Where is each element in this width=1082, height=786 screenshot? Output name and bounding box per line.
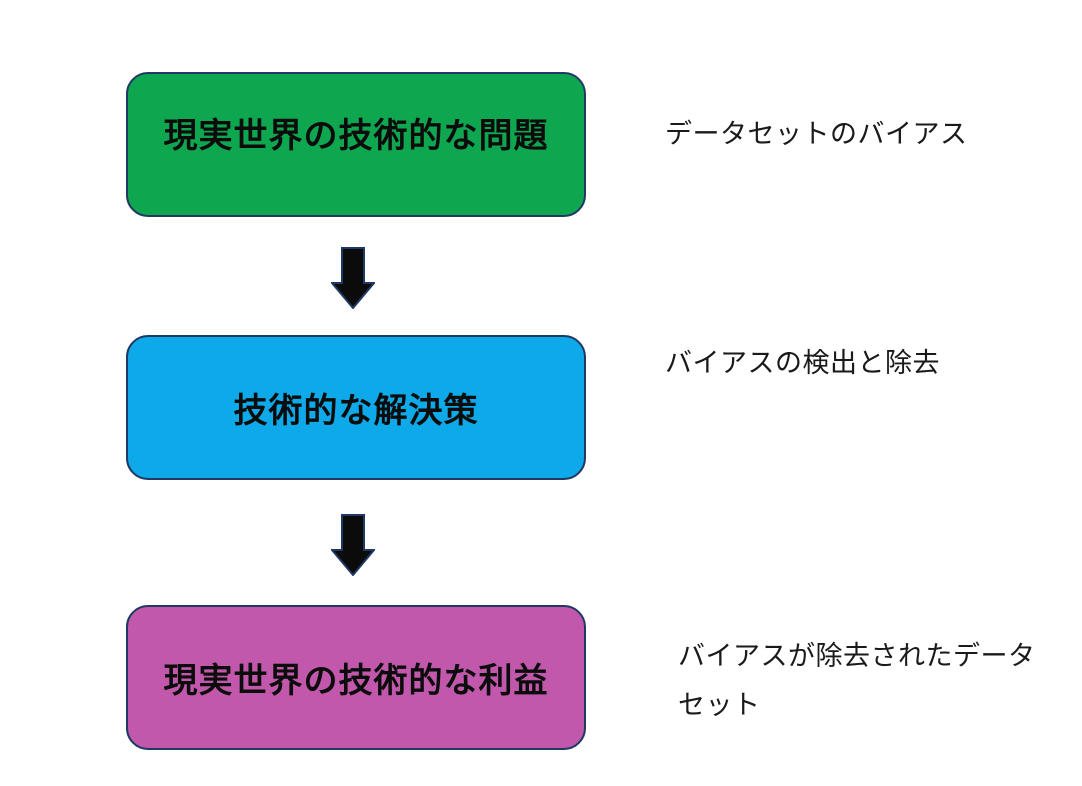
annotation-debiased-dataset: バイアスが除去されたデータ セット: [678, 632, 1036, 730]
annotation-dataset-bias: データセットのバイアス: [665, 110, 968, 159]
annotation-line: データセットのバイアス: [665, 119, 968, 149]
down-arrow-icon: [331, 247, 375, 309]
flow-box-solution-label: 技術的な解決策: [233, 392, 479, 430]
annotation-line: バイアスが除去されたデータ: [678, 641, 1036, 671]
flow-box-problem: 現実世界の技術的な問題: [126, 72, 586, 217]
flow-box-benefit: 現実世界の技術的な利益: [126, 605, 586, 750]
annotation-bias-detection-removal: バイアスの検出と除去: [665, 339, 940, 388]
flow-box-benefit-label: 現実世界の技術的な利益: [163, 662, 549, 700]
flow-box-solution: 技術的な解決策: [126, 335, 586, 480]
annotation-line: バイアスの検出と除去: [665, 348, 940, 378]
down-arrow-shape: [331, 247, 375, 309]
annotation-line: セット: [678, 690, 761, 720]
down-arrow-icon: [331, 514, 375, 576]
down-arrow-shape: [331, 514, 375, 576]
flow-box-problem-label: 現実世界の技術的な問題: [163, 117, 549, 155]
